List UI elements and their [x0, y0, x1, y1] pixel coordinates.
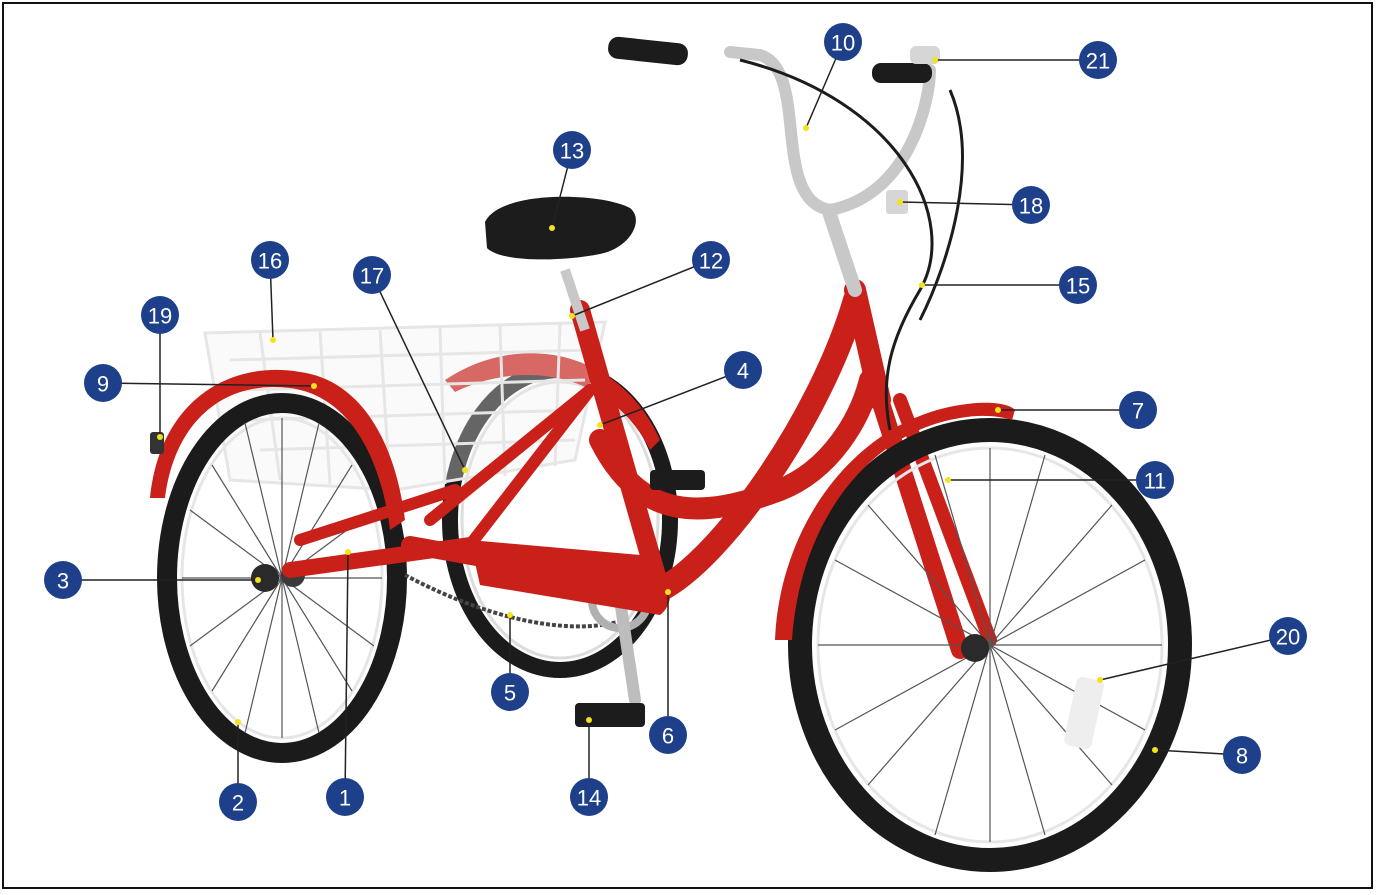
callout-target-dot — [1152, 747, 1158, 753]
callout-number: 3 — [57, 569, 69, 594]
callout-target-dot — [919, 282, 925, 288]
callout-16: 16 — [251, 241, 289, 343]
callout-target-dot — [569, 313, 575, 319]
callout-number: 20 — [1276, 625, 1300, 650]
callout-number: 8 — [1236, 744, 1248, 769]
callout-number: 17 — [360, 264, 384, 289]
saddle — [485, 197, 636, 260]
callout-number: 6 — [662, 724, 674, 749]
front-reflector — [1063, 676, 1105, 750]
callout-number: 7 — [1132, 399, 1144, 424]
callout-target-dot — [803, 125, 809, 131]
callout-19: 19 — [141, 296, 179, 440]
callout-3: 3 — [44, 561, 261, 599]
callout-target-dot — [255, 577, 261, 583]
right-pedal — [650, 470, 705, 490]
callout-target-dot — [462, 467, 468, 473]
callout-number: 10 — [831, 31, 855, 56]
callout-20: 20 — [1097, 617, 1307, 683]
callout-target-dot — [932, 57, 938, 63]
callout-leader-line — [900, 202, 1031, 205]
left-pedal — [575, 703, 645, 727]
callout-target-dot — [897, 199, 903, 205]
callout-number: 18 — [1019, 194, 1043, 219]
callout-target-dot — [235, 719, 241, 725]
callout-15: 15 — [919, 266, 1097, 304]
callout-number: 9 — [97, 372, 109, 397]
callout-target-dot — [995, 407, 1001, 413]
callout-number: 2 — [232, 791, 244, 816]
callout-number: 19 — [148, 304, 172, 329]
callout-number: 5 — [504, 681, 516, 706]
callout-target-dot — [945, 477, 951, 483]
callout-14: 14 — [570, 717, 608, 816]
callout-number: 11 — [1144, 469, 1167, 494]
callout-target-dot — [1097, 677, 1103, 683]
front-wheel — [800, 430, 1180, 860]
callout-number: 13 — [560, 139, 584, 164]
callout-leader-line — [1100, 636, 1288, 680]
callout-target-dot — [586, 717, 592, 723]
callout-target-dot — [665, 589, 671, 595]
callout-target-dot — [507, 612, 513, 618]
rear-left-wheel — [167, 403, 397, 753]
callout-21: 21 — [932, 41, 1117, 79]
handlebar — [730, 52, 930, 290]
callout-target-dot — [549, 225, 555, 231]
callout-number: 12 — [699, 249, 723, 274]
callout-number: 4 — [737, 359, 749, 384]
callout-leader-line — [345, 552, 348, 797]
callout-leader-line — [572, 260, 711, 316]
callout-target-dot — [345, 549, 351, 555]
callout-target-dot — [270, 337, 276, 343]
callout-number: 21 — [1086, 49, 1110, 74]
callout-10: 10 — [803, 23, 862, 131]
callout-target-dot — [597, 422, 603, 428]
left-grip — [607, 36, 689, 66]
callout-number: 1 — [339, 786, 351, 811]
right-grip — [872, 63, 932, 83]
callout-number: 16 — [258, 249, 282, 274]
callout-target-dot — [157, 434, 163, 440]
callout-target-dot — [311, 383, 317, 389]
callout-number: 15 — [1066, 274, 1090, 299]
callout-number: 14 — [577, 786, 601, 811]
